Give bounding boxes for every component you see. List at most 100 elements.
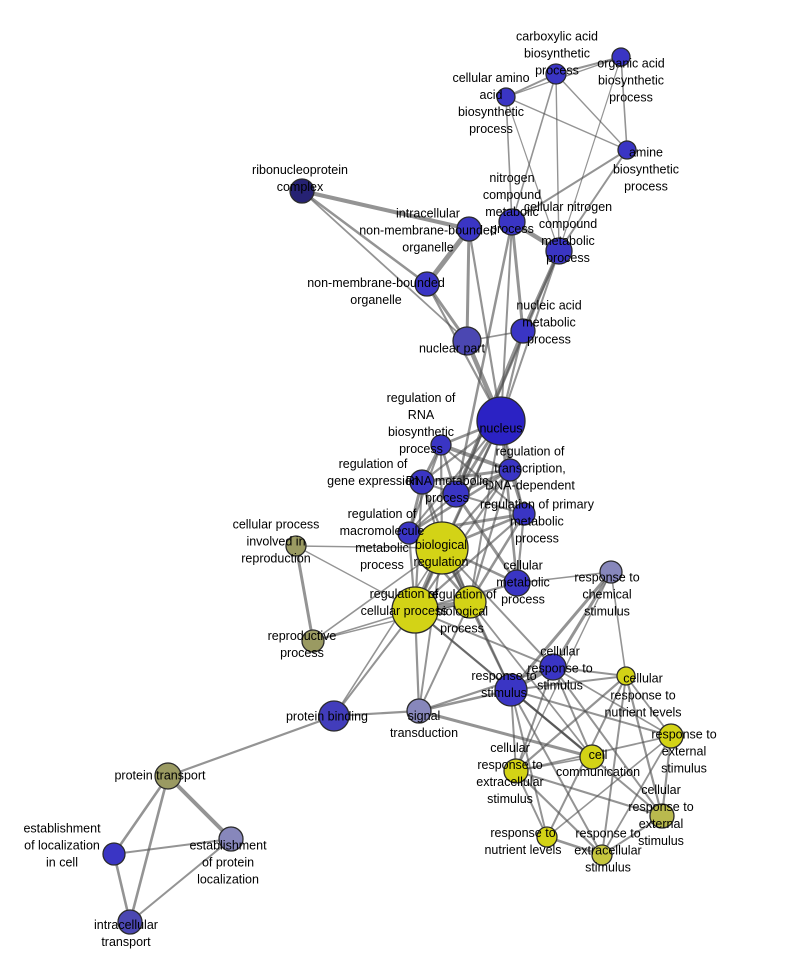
node-intraorg[interactable] bbox=[456, 216, 482, 242]
edge-carb-cnitro bbox=[555, 73, 560, 252]
node-cellmet[interactable] bbox=[503, 569, 531, 597]
node-respnutr[interactable] bbox=[536, 826, 558, 848]
edge-cellrepro-reproc bbox=[294, 544, 315, 643]
node-prottrans[interactable] bbox=[154, 762, 182, 790]
edge-cellrespstim-cellcomm bbox=[552, 666, 593, 758]
edge-protbind-prottrans bbox=[166, 714, 336, 778]
label-protbind: protein binding bbox=[286, 709, 368, 723]
node-respchem[interactable] bbox=[599, 560, 623, 584]
node-nonmem[interactable] bbox=[414, 271, 440, 297]
node-respext[interactable] bbox=[658, 723, 684, 749]
edge-estprotloc-intratrans bbox=[129, 838, 232, 923]
edge-cellcomm-sigtrans bbox=[417, 709, 594, 759]
edge-cellrespnutr-cellrespext bbox=[624, 674, 664, 818]
edge-intraorg-npart bbox=[465, 227, 471, 343]
edge-ribo-npart bbox=[301, 190, 468, 342]
edge-regrna-regprim bbox=[440, 444, 525, 515]
node-amine[interactable] bbox=[617, 140, 637, 160]
node-amino[interactable] bbox=[496, 87, 516, 107]
node-intratrans[interactable] bbox=[117, 909, 143, 935]
edge-cellrespstim-respext bbox=[552, 666, 672, 737]
node-reggene[interactable] bbox=[409, 469, 435, 495]
node-nitro[interactable] bbox=[498, 208, 526, 236]
edge-ribo-intraorg bbox=[300, 189, 471, 231]
node-carb[interactable] bbox=[545, 63, 567, 85]
edges-layer bbox=[112, 56, 673, 924]
edge-cellrespnutr-cellrespextr bbox=[514, 674, 628, 773]
edge-intraorg-nucleus bbox=[467, 227, 503, 423]
node-respstim[interactable] bbox=[494, 673, 528, 707]
node-cnitro[interactable] bbox=[545, 237, 573, 265]
edge-regrna-regtrans bbox=[439, 443, 512, 472]
node-bioreg[interactable] bbox=[415, 521, 469, 575]
node-cellrepro[interactable] bbox=[285, 535, 307, 557]
label-prottrans: protein transport bbox=[114, 768, 206, 782]
node-cellcomm[interactable] bbox=[579, 744, 605, 770]
node-estprotloc[interactable] bbox=[218, 826, 244, 852]
edge-amino-cnitro bbox=[505, 96, 560, 252]
edge-amine-cnitro bbox=[558, 149, 628, 252]
node-regprim[interactable] bbox=[512, 502, 536, 526]
edge-respstim-cellrespnutr bbox=[510, 675, 627, 691]
edge-carb-nitro bbox=[511, 73, 557, 223]
edge-cellrespstim-cellrespext bbox=[552, 666, 663, 817]
edge-respstim-respnutr bbox=[510, 689, 548, 838]
nodes-layer bbox=[102, 47, 684, 935]
node-regrna[interactable] bbox=[430, 434, 452, 456]
edge-nucleus-regbioproc bbox=[469, 420, 502, 603]
label-npart: nuclear part bbox=[419, 341, 486, 355]
edge-respchem-cellrespnutr bbox=[610, 571, 627, 677]
edge-amine-nitro bbox=[511, 149, 628, 223]
node-regcellproc[interactable] bbox=[391, 586, 439, 634]
node-org[interactable] bbox=[611, 47, 631, 67]
node-regbioproc[interactable] bbox=[453, 585, 487, 619]
edge-ribo-nonmem bbox=[300, 189, 429, 286]
edge-cellrespstim-sigtrans bbox=[417, 665, 555, 713]
node-reproc[interactable] bbox=[301, 629, 325, 653]
node-ribo[interactable] bbox=[289, 178, 315, 204]
node-cellrespstim[interactable] bbox=[539, 653, 567, 681]
node-cellrespextr[interactable] bbox=[503, 758, 529, 784]
edge-bioreg-protbind bbox=[333, 547, 443, 717]
node-cellrespnutr[interactable] bbox=[616, 666, 636, 686]
edge-respext-cellrespext bbox=[660, 734, 673, 818]
node-protbind[interactable] bbox=[318, 700, 350, 732]
node-regtrans[interactable] bbox=[498, 458, 522, 482]
node-sigtrans[interactable] bbox=[406, 698, 432, 724]
node-rnamet[interactable] bbox=[442, 480, 470, 508]
edge-org-amine bbox=[620, 56, 628, 151]
node-nucleus[interactable] bbox=[476, 396, 526, 446]
edge-cellmet-respchem bbox=[516, 571, 612, 584]
node-nucleic[interactable] bbox=[510, 318, 536, 344]
node-estlocell[interactable] bbox=[102, 842, 126, 866]
node-cellrespext[interactable] bbox=[649, 803, 675, 829]
edge-rnamet-cellmet bbox=[454, 492, 519, 585]
node-npart[interactable] bbox=[452, 326, 482, 356]
edge-respstim-respchem bbox=[509, 570, 613, 692]
edge-regtrans-reggene bbox=[420, 468, 512, 484]
node-respextr[interactable] bbox=[591, 844, 613, 866]
